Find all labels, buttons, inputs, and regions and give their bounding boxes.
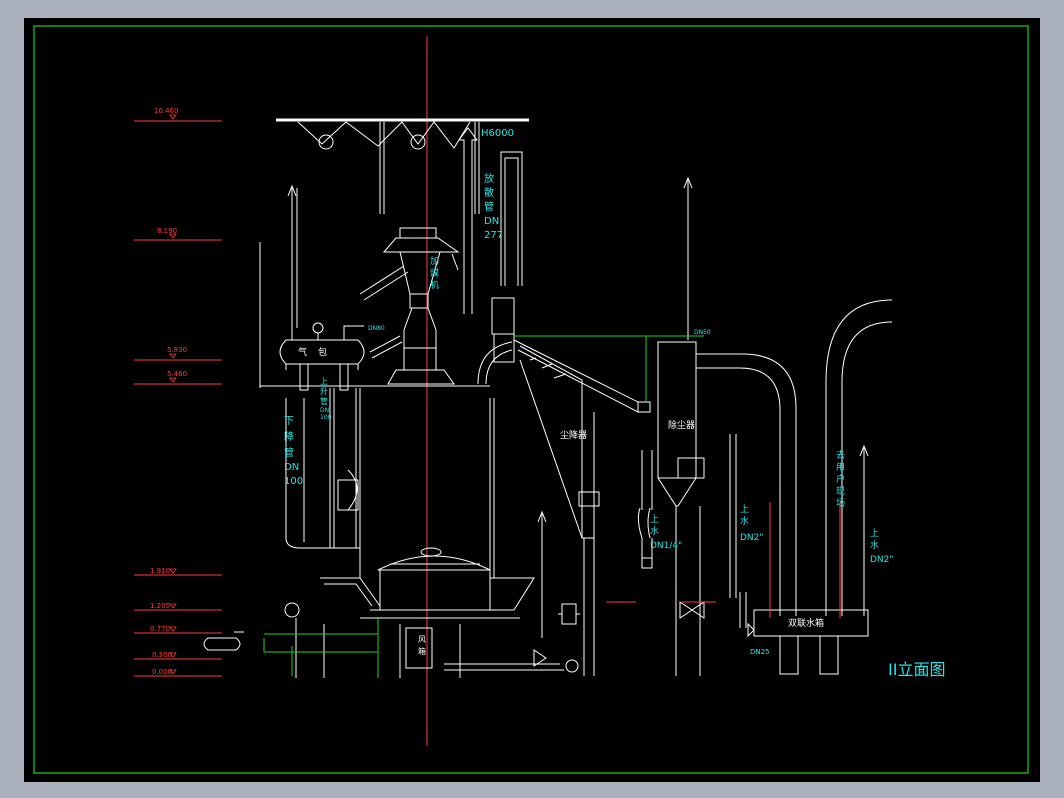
level-markers: 10.460 8.190 5.930 5.460 1.910 1.205	[134, 107, 222, 677]
downcomer-char: 管	[284, 446, 294, 459]
level-value: 1.205	[150, 602, 170, 610]
water-in-label-2: 上 水 DN2"	[740, 504, 764, 543]
water-in-char: DN2"	[870, 555, 894, 565]
drawing-frame	[33, 25, 1029, 774]
level-marker-3: 5.930	[134, 346, 222, 361]
dn25-label: DN25	[750, 648, 770, 656]
to-user-char: 用	[836, 462, 845, 473]
water-tank-label: 双联水箱	[788, 617, 824, 629]
water-in-char: DN1/4"	[650, 541, 682, 551]
riser-label: 上 升 管 DN 100	[320, 377, 332, 421]
water-in-char: 上	[650, 514, 659, 525]
to-user-char: 场	[836, 498, 845, 509]
riser-char: 上	[320, 377, 328, 386]
water-in-label-1: 上 水 DN1/4"	[650, 514, 682, 551]
level-marker-2: 8.190	[134, 227, 222, 241]
riser-char: 管	[320, 396, 328, 406]
annotations: H6000 放 散 管 DN 277 加 煤 机 气 包 上 升 管 DN 10…	[284, 128, 945, 679]
level-value: 5.930	[167, 346, 187, 354]
level-marker-9: 0.000	[134, 668, 222, 677]
level-value: 5.460	[167, 370, 187, 378]
vent-pipe-char: 散	[484, 186, 494, 199]
level-marker-7: 0.770	[134, 625, 222, 634]
height-label: H6000	[481, 128, 514, 139]
elevation-title: II立面图	[888, 660, 945, 679]
cad-viewport[interactable]: 10.460 8.190 5.930 5.460 1.910 1.205	[24, 18, 1040, 782]
level-value: 0.770	[150, 625, 170, 633]
dust-remover-label: 除尘器	[668, 419, 695, 431]
downcomer-char: 下	[284, 416, 294, 427]
air-box-char: 风	[418, 635, 426, 644]
red-pipework	[606, 502, 841, 618]
equipment-linework	[203, 118, 893, 678]
level-marker-1: 10.460	[134, 107, 222, 122]
to-user-char: 现	[836, 486, 845, 497]
drum-label-char: 包	[318, 346, 327, 358]
to-user-char: 去	[836, 449, 845, 461]
level-value: 0.300	[152, 651, 172, 659]
downcomer-char: 降	[284, 430, 294, 443]
dust-settler-label: 尘降器	[560, 429, 587, 441]
level-value: 10.460	[154, 107, 179, 115]
vent-pipe-char: DN	[484, 216, 499, 227]
level-marker-5: 1.910	[134, 567, 222, 576]
coal-feeder-char: 煤	[430, 267, 439, 279]
dn50-label: DN50	[694, 329, 711, 336]
downcomer-char: 100	[284, 476, 303, 487]
water-in-char: 上	[740, 504, 749, 515]
level-value: 0.000	[152, 668, 172, 676]
coal-feeder-char: 机	[430, 279, 439, 291]
coal-feeder-char: 加	[430, 256, 439, 267]
riser-char: 升	[320, 387, 328, 396]
water-in-char: 水	[870, 539, 879, 551]
coal-feeder-label: 加 煤 机	[430, 256, 439, 291]
level-marker-4: 5.460	[134, 370, 222, 385]
riser-char: 100	[320, 414, 332, 421]
level-value: 1.910	[150, 567, 170, 575]
downcomer-label: 下 降 管 DN 100	[284, 416, 303, 487]
level-marker-6: 1.205	[134, 602, 222, 611]
vent-pipe-label: 放 散 管 DN 277	[484, 172, 503, 241]
to-user-label: 去 用 户 现 场	[836, 449, 845, 509]
riser-char: DN	[320, 407, 329, 414]
downcomer-char: DN	[284, 462, 299, 473]
vent-pipe-char: 277	[484, 230, 503, 241]
vent-pipe-char: 管	[484, 200, 494, 213]
drum-label-char: 气	[298, 346, 307, 358]
water-in-char: 水	[740, 515, 749, 527]
water-in-char: 上	[870, 528, 879, 539]
to-user-char: 户	[836, 473, 845, 485]
level-value: 8.190	[157, 227, 177, 235]
level-marker-8: 0.300	[134, 651, 222, 660]
green-pipework	[263, 335, 704, 678]
vent-pipe-char: 放	[484, 172, 494, 185]
dn80-label: DN80	[368, 325, 385, 332]
water-in-char: 水	[650, 525, 659, 537]
elevation-drawing: 10.460 8.190 5.930 5.460 1.910 1.205	[33, 25, 1029, 774]
water-in-char: DN2"	[740, 533, 764, 543]
air-box-char: 箱	[418, 646, 426, 656]
water-in-label-3: 上 水 DN2"	[870, 528, 894, 565]
